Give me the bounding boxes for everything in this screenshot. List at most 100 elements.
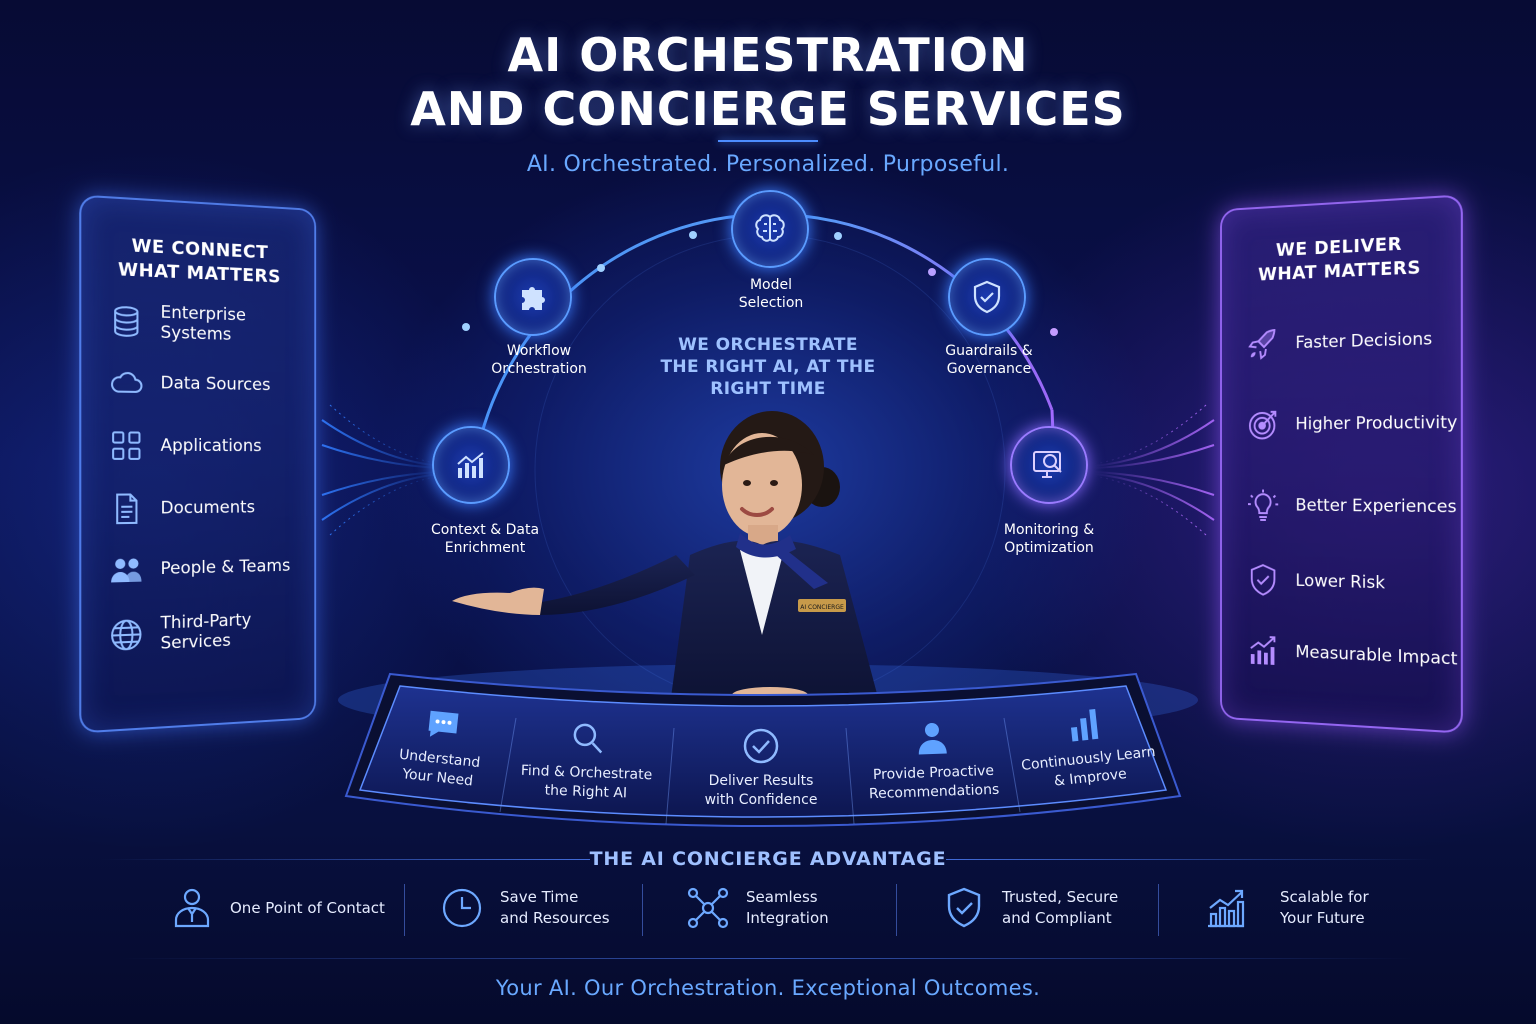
title-divider [718,140,818,142]
chat-bubble-icon [428,710,459,737]
node-label-line-1: Guardrails & [945,343,1033,359]
orchestrate-line-3: RIGHT TIME [710,379,826,399]
orchestrate-statement: WE ORCHESTRATE THE RIGHT AI, AT THE RIGH… [648,334,888,400]
deliver-panel: WE DELIVER WHAT MATTERS Faster Decisions… [1220,194,1463,734]
node-context-data-enrichment[interactable] [432,426,510,504]
check-circle-icon [743,728,779,764]
magnifier-icon [573,723,603,754]
grid-icon [108,427,144,464]
advantage-one-point-of-contact: One Point of Contact [170,886,385,930]
connect-item-enterprise-systems: Enterprise Systems [108,300,314,347]
step-understand-your-need[interactable]: Understand Your Need [362,696,520,795]
deliver-item-label: Higher Productivity [1295,412,1458,435]
connect-item-label: Data Sources [160,373,271,396]
advantage-rule-left [100,859,590,860]
advantage-scalable: Scalable for Your Future [1204,886,1369,930]
node-workflow-orchestration[interactable] [494,258,572,336]
name-badge-text: AI CONCIERGE [800,604,844,611]
people-icon [111,558,142,583]
node-label-line-2: Orchestration [491,361,587,377]
deliver-panel-title: WE DELIVER WHAT MATTERS [1222,229,1461,289]
node-label-guardrails: Guardrails & Governance [909,342,1069,378]
connect-item-label: Enterprise Systems [160,302,246,345]
advantage-separator [1158,884,1159,936]
footer-divider [120,958,1416,959]
node-model-selection[interactable] [731,190,809,268]
bar-chart-up-icon [1246,632,1280,665]
shield-check-icon [973,280,1001,314]
connect-item-label: People & Teams [160,556,291,580]
connect-item-people-teams: People & Teams [108,548,290,588]
deliver-item-measurable-impact: Measurable Impact [1246,632,1457,678]
footer-slogan: Your AI. Our Orchestration. Exceptional … [495,976,1041,1000]
agent-icon [174,888,210,928]
step-provide-recommendations[interactable]: Provide Proactive Recommendations [857,715,1010,804]
node-monitoring-optimization[interactable] [1010,426,1088,504]
connect-item-data-sources: Data Sources [108,364,271,403]
shield-check-icon [947,887,981,928]
network-icon [687,887,729,929]
advantage-separator [896,884,897,936]
deliver-item-faster-decisions: Faster Decisions [1246,321,1432,362]
target-icon [1246,407,1280,443]
advantage-line-1: Scalable for [1280,888,1369,906]
cloud-icon [108,364,144,401]
advantage-line-1: Seamless [746,888,818,906]
node-label-line-2: Selection [738,295,804,311]
connect-item-third-party-services: Third-Party Services [108,608,314,656]
step-deliver-results[interactable]: Deliver Results with Confidence [686,726,836,810]
person-icon [918,723,947,755]
connect-panel: WE CONNECT WHAT MATTERS Enterprise Syste… [79,194,317,734]
deliver-item-label: Lower Risk [1295,570,1386,594]
deliver-item-lower-risk: Lower Risk [1246,562,1385,602]
node-label-workflow: Workflow Orchestration [459,342,619,378]
step-line-1: Deliver Results [708,773,814,789]
node-label-line-2: Optimization [1004,540,1094,556]
connect-item-documents: Documents [108,490,255,528]
step-continuously-learn[interactable]: Continuously Learn & Improve [1008,696,1166,795]
advantage-line-1: One Point of Contact [230,898,385,917]
growth-chart-icon [1208,889,1245,928]
deliver-item-higher-productivity: Higher Productivity [1246,404,1457,442]
connect-item-applications: Applications [108,427,262,464]
advantage-line-2: Integration [746,909,829,927]
title-line-2: AND CONCIERGE SERVICES [410,82,1126,136]
database-icon [108,303,144,341]
deliver-item-label: Measurable Impact [1295,642,1458,670]
globe-icon [108,616,144,654]
connect-item-label: Applications [160,435,262,457]
connect-panel-title: WE CONNECT WHAT MATTERS [81,232,314,291]
orchestrate-line-1: WE ORCHESTRATE [678,335,858,355]
node-label-line-1: Monitoring & [1003,522,1095,538]
advantage-line-2: and Resources [500,909,610,927]
advantage-title: THE AI CONCIERGE ADVANTAGE [589,848,947,870]
bars-icon [1070,708,1099,742]
connect-item-label: Documents [160,497,256,519]
node-guardrails-governance[interactable] [948,258,1026,336]
advantage-line-2: Your Future [1280,909,1365,927]
title-line-1: AI ORCHESTRATION [507,28,1029,82]
node-label-line-2: Enrichment [444,540,526,556]
deliver-item-label: Faster Decisions [1295,329,1433,354]
advantage-separator [404,884,405,936]
advantage-line-2: and Compliant [1002,909,1112,927]
advantage-separator [642,884,643,936]
concierge-figure: AI CONCIERGE [452,411,880,705]
node-label-context: Context & Data Enrichment [405,521,565,557]
rocket-icon [1246,326,1280,362]
advantage-save-time: Save Time and Resources [440,886,610,930]
node-label-line-2: Governance [946,361,1032,377]
step-find-orchestrate[interactable]: Find & Orchestrate the Right AI [511,715,664,804]
advantage-trusted-secure: Trusted, Secure and Compliant [942,886,1118,930]
node-label-line-1: Model [749,277,793,293]
deliver-item-better-experiences: Better Experiences [1246,487,1457,525]
advantage-line-1: Trusted, Secure [1002,888,1119,906]
shield-check-icon [1246,562,1280,598]
chart-icon [457,452,484,478]
monitor-search-icon [1033,451,1062,478]
document-icon [108,490,144,527]
node-label-monitoring: Monitoring & Optimization [969,521,1129,557]
orchestrate-line-2: THE RIGHT AI, AT THE [660,357,876,377]
concierge-counter [344,672,1182,827]
node-label-model: Model Selection [691,276,851,312]
